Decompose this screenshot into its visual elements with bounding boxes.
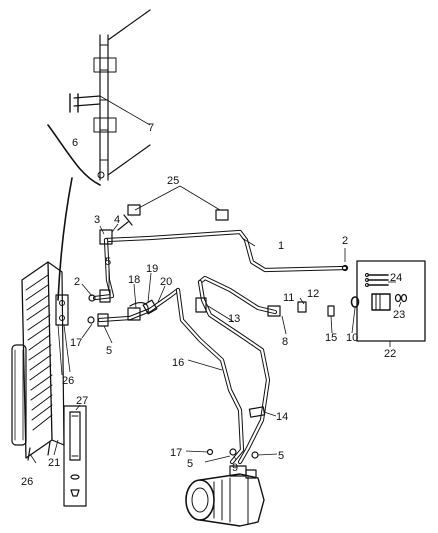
- refrigerant-line-16: [175, 287, 245, 465]
- refrigerant-line-18: [97, 287, 181, 323]
- callout-17: 17: [170, 447, 182, 459]
- receiver-drier-icon: [63, 405, 87, 507]
- callout-17: 17: [70, 337, 82, 349]
- callout-10: 10: [346, 332, 358, 344]
- callout-18: 18: [128, 274, 140, 286]
- callout-14: 14: [276, 411, 288, 423]
- callout-8: 8: [282, 336, 288, 348]
- callout-12: 12: [307, 288, 319, 300]
- refrigerant-line-short: [92, 237, 115, 301]
- refrigerant-line-1: [103, 229, 348, 273]
- callout-9: 9: [232, 462, 238, 474]
- callout-2: 2: [74, 276, 80, 288]
- callout-5: 5: [106, 345, 112, 357]
- callout-25: 25: [167, 175, 179, 187]
- callout-5: 5: [105, 256, 111, 268]
- callout-3: 3: [94, 214, 100, 226]
- callout-5: 5: [278, 450, 284, 462]
- callout-1: 1: [278, 240, 284, 252]
- callout-26: 26: [21, 476, 33, 488]
- callout-20: 20: [160, 276, 172, 288]
- callout-26: 26: [62, 375, 74, 387]
- service-kit-icon: [356, 260, 426, 342]
- callout-15: 15: [325, 332, 337, 344]
- refrigerant-line-8: [197, 275, 278, 465]
- callout-24: 24: [390, 272, 402, 284]
- callout-21: 21: [48, 457, 60, 469]
- callout-11: 11: [283, 292, 294, 304]
- condenser-detail-inset: [47, 9, 151, 186]
- callout-22: 22: [384, 348, 396, 360]
- fittings: [87, 204, 360, 459]
- callout-2: 2: [342, 235, 348, 247]
- callout-6: 6: [72, 137, 78, 149]
- callout-23: 23: [393, 309, 405, 321]
- callout-27: 27: [76, 395, 88, 407]
- callout-7: 7: [148, 122, 154, 134]
- callout-4: 4: [114, 214, 120, 226]
- compressor-icon: [185, 465, 265, 527]
- callout-13: 13: [228, 313, 240, 325]
- condenser-icon: [11, 261, 69, 461]
- leader-lines: [29, 185, 402, 464]
- callout-16: 16: [172, 357, 184, 369]
- callout-5: 5: [187, 458, 193, 470]
- callout-19: 19: [146, 263, 158, 275]
